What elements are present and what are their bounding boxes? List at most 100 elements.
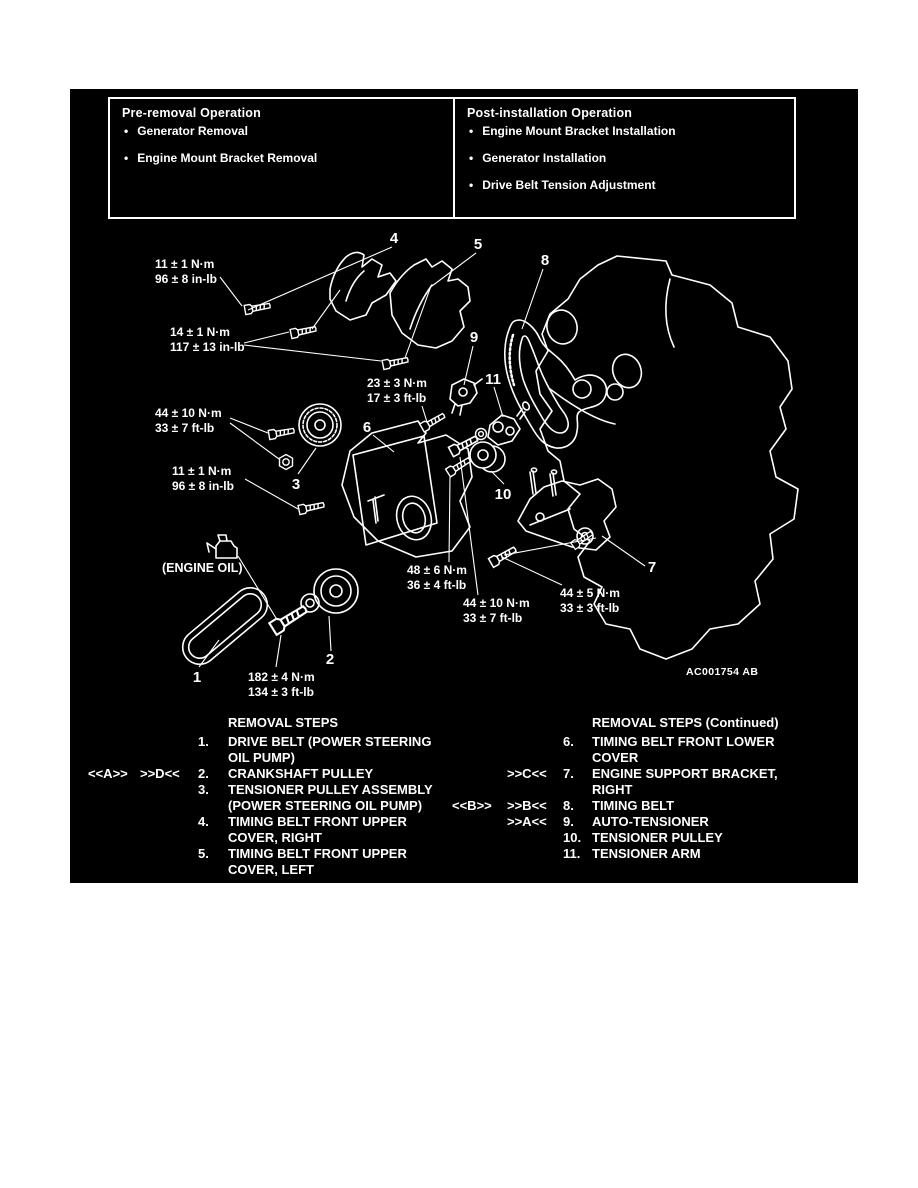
oil-can-icon — [206, 534, 238, 559]
step-marker: <<A>> — [88, 766, 128, 781]
step-number: 10. — [563, 830, 582, 845]
torque-metric: 48 ± 6 N·m — [407, 563, 467, 577]
post-installation-section: Post-installation Operation Engine Mount… — [455, 99, 794, 217]
torque-imperial: 33 ± 7 ft-lb — [155, 420, 215, 435]
torque-metric: 11 ± 1 N·m — [155, 257, 215, 271]
figure-panel: Pre-removal Operation Generator Removal … — [70, 89, 858, 883]
torque-label: 11 ± 1 N·m 96 ± 8 in-lb — [172, 464, 234, 493]
torque-label: 48 ± 6 N·m 36 ± 4 ft-lb — [407, 563, 467, 592]
step-row: 5. TIMING BELT FRONT UPPER COVER, LEFT — [88, 846, 450, 878]
tensioner-arm-shape — [487, 401, 531, 446]
removal-steps-continued-title: REMOVAL STEPS (Continued) — [592, 715, 779, 730]
step-row: 3. TENSIONER PULLEY ASSEMBLY (POWER STEE… — [88, 782, 450, 814]
step-row: <<B>> >>B<< 8. TIMING BELT — [452, 798, 854, 814]
torque-label: 14 ± 1 N·m 117 ± 13 in-lb — [170, 325, 245, 354]
part-callout-6: 6 — [362, 419, 372, 436]
step-text: TIMING BELT FRONT UPPER COVER, RIGHT — [228, 814, 407, 845]
step-row: <<A>> >>D<< 2. CRANKSHAFT PULLEY — [88, 766, 450, 782]
drive-belt-shape — [181, 586, 269, 666]
removal-steps-left: REMOVAL STEPS 1. DRIVE BELT (POWER STEER… — [88, 715, 450, 878]
torque-metric: 182 ± 4 N·m — [248, 670, 315, 684]
post-installation-item: Drive Belt Tension Adjustment — [467, 178, 786, 192]
removal-steps-title: REMOVAL STEPS — [228, 715, 339, 730]
step-text: DRIVE BELT (POWER STEERING OIL PUMP) — [228, 734, 432, 765]
step-number: 4. — [198, 814, 209, 829]
torque-imperial: 117 ± 13 in-lb — [170, 339, 245, 354]
step-row: 1. DRIVE BELT (POWER STEERING OIL PUMP) — [88, 734, 450, 766]
upper-cover-left-shape — [389, 258, 471, 349]
lower-cover-shape — [341, 420, 473, 558]
step-text: TIMING BELT — [592, 798, 675, 813]
pre-removal-title: Pre-removal Operation — [122, 106, 261, 120]
torque-imperial: 96 ± 8 in-lb — [172, 478, 234, 493]
pre-removal-item: Engine Mount Bracket Removal — [122, 151, 445, 165]
part-callout-8: 8 — [540, 252, 550, 269]
engine-support-bracket-shape — [517, 467, 617, 551]
step-text: AUTO-TENSIONER — [592, 814, 709, 829]
engine-oil-label: (ENGINE OIL) — [162, 561, 243, 575]
post-installation-item: Engine Mount Bracket Installation — [467, 124, 786, 138]
step-row: 10. TENSIONER PULLEY — [452, 830, 854, 846]
torque-metric: 44 ± 5 N·m — [560, 586, 620, 600]
part-callout-10: 10 — [494, 486, 512, 503]
torque-label: 182 ± 4 N·m 134 ± 3 ft-lb — [248, 670, 315, 699]
step-text: TENSIONER ARM — [592, 846, 701, 861]
post-installation-item: Generator Installation — [467, 151, 786, 165]
step-number: 9. — [563, 814, 574, 829]
pre-removal-section: Pre-removal Operation Generator Removal … — [110, 99, 453, 217]
torque-label: 44 ± 5 N·m 33 ± 3 ft-lb — [560, 586, 620, 615]
step-text: TIMING BELT FRONT LOWER COVER — [592, 734, 775, 765]
step-marker: >>D<< — [140, 766, 180, 781]
part-callout-2: 2 — [325, 651, 335, 668]
torque-metric: 44 ± 10 N·m — [463, 596, 530, 610]
step-row: >>C<< 7. ENGINE SUPPORT BRACKET, RIGHT — [452, 766, 854, 798]
step-number: 1. — [198, 734, 209, 749]
exploded-diagram — [181, 246, 799, 668]
step-text: CRANKSHAFT PULLEY — [228, 766, 374, 781]
torque-imperial: 96 ± 8 in-lb — [155, 271, 217, 286]
step-row: >>A<< 9. AUTO-TENSIONER — [452, 814, 854, 830]
torque-metric: 14 ± 1 N·m — [170, 325, 230, 339]
step-row: 6. TIMING BELT FRONT LOWER COVER — [452, 734, 854, 766]
step-marker: >>B<< — [507, 798, 547, 813]
step-marker: <<B>> — [452, 798, 492, 813]
pre-removal-item: Generator Removal — [122, 124, 445, 138]
step-number: 8. — [563, 798, 574, 813]
step-text: ENGINE SUPPORT BRACKET, RIGHT — [592, 766, 778, 797]
step-number: 6. — [563, 734, 574, 749]
step-text: TENSIONER PULLEY — [592, 830, 723, 845]
post-installation-list: Engine Mount Bracket Installation Genera… — [467, 124, 786, 192]
removal-steps-right: REMOVAL STEPS (Continued) 6. TIMING BELT… — [452, 715, 854, 862]
step-number: 2. — [198, 766, 209, 781]
torque-imperial: 33 ± 7 ft-lb — [463, 610, 523, 625]
engine-block-shape — [535, 255, 799, 660]
torque-label: 44 ± 10 N·m 33 ± 7 ft-lb — [463, 596, 530, 625]
step-marker: >>A<< — [507, 814, 547, 829]
part-callout-11: 11 — [485, 371, 501, 388]
torque-metric: 11 ± 1 N·m — [172, 464, 232, 478]
torque-metric: 44 ± 10 N·m — [155, 406, 222, 420]
part-callout-1: 1 — [192, 669, 202, 686]
step-number: 7. — [563, 766, 574, 781]
step-text: TIMING BELT FRONT UPPER COVER, LEFT — [228, 846, 407, 877]
torque-imperial: 36 ± 4 ft-lb — [407, 577, 467, 592]
step-row: 4. TIMING BELT FRONT UPPER COVER, RIGHT — [88, 814, 450, 846]
part-callout-5: 5 — [473, 236, 483, 253]
torque-imperial: 33 ± 3 ft-lb — [560, 600, 620, 615]
operations-box: Pre-removal Operation Generator Removal … — [108, 97, 796, 219]
torque-label: 11 ± 1 N·m 96 ± 8 in-lb — [155, 257, 217, 286]
part-callout-7: 7 — [647, 559, 657, 576]
step-number: 3. — [198, 782, 209, 797]
torque-metric: 23 ± 3 N·m — [367, 376, 427, 390]
torque-label: 23 ± 3 N·m 17 ± 3 ft-lb — [367, 376, 427, 405]
crankshaft-pulley-shape — [300, 568, 359, 614]
part-callout-3: 3 — [291, 476, 301, 493]
operations-divider — [453, 99, 455, 217]
auto-tensioner-shape — [449, 378, 483, 416]
step-row: 11. TENSIONER ARM — [452, 846, 854, 862]
torque-imperial: 17 ± 3 ft-lb — [367, 390, 427, 405]
part-callout-9: 9 — [469, 329, 479, 346]
torque-imperial: 134 ± 3 ft-lb — [248, 684, 314, 699]
post-installation-title: Post-installation Operation — [467, 106, 633, 120]
